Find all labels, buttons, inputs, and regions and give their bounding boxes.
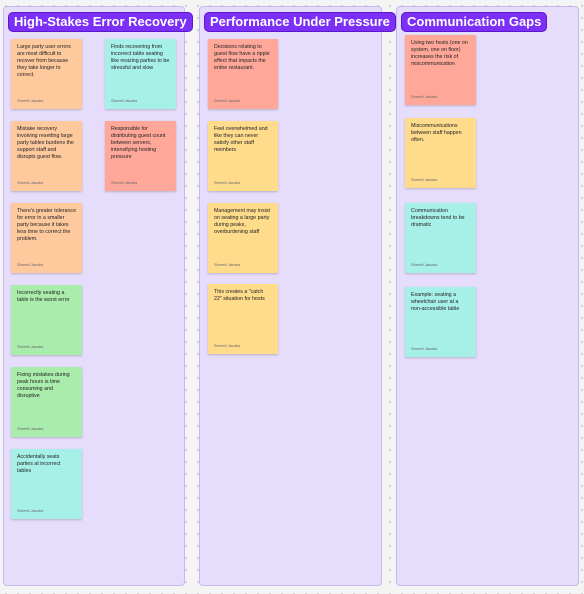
sticky-note[interactable]: Accidentally seats parties at incorrect …: [11, 449, 82, 519]
note-author: Shreeli Jacobs: [214, 180, 241, 185]
note-text: There's greater tolerance for error in a…: [17, 208, 77, 242]
note-author: Shreeli Jacobs: [17, 426, 44, 431]
sticky-note[interactable]: Feel overwhelmed and like they can never…: [208, 121, 278, 191]
note-author: Shreeli Jacobs: [214, 262, 241, 267]
note-text: This creates a "catch 22" situation for …: [214, 289, 265, 302]
sticky-note[interactable]: This creates a "catch 22" situation for …: [208, 284, 278, 354]
sticky-note[interactable]: Finds recovering from incorrect table se…: [105, 39, 176, 109]
section-title[interactable]: Performance Under Pressure: [204, 12, 396, 32]
note-author: Shreeli Jacobs: [411, 262, 438, 267]
note-author: Shreeli Jacobs: [111, 98, 138, 103]
note-text: Large party user errors are most difficu…: [17, 44, 71, 78]
note-text: Using two hosts (one on system, one on f…: [411, 40, 468, 67]
section-title[interactable]: High-Stakes Error Recovery: [8, 12, 193, 32]
note-text: Miscommunications between staff happen o…: [411, 123, 462, 143]
sticky-note[interactable]: Incorrectly seating a table is the worst…: [11, 285, 82, 355]
note-author: Shreeli Jacobs: [17, 508, 44, 513]
note-text: Management may insist on seating a large…: [214, 208, 270, 235]
note-author: Shreeli Jacobs: [17, 344, 44, 349]
note-author: Shreeli Jacobs: [111, 180, 138, 185]
sticky-note[interactable]: Fixing mistakes during peak hours is tim…: [11, 367, 82, 437]
note-author: Shreeli Jacobs: [214, 343, 241, 348]
note-author: Shreeli Jacobs: [411, 177, 438, 182]
sticky-note[interactable]: Miscommunications between staff happen o…: [405, 118, 476, 188]
note-author: Shreeli Jacobs: [411, 346, 438, 351]
note-author: Shreeli Jacobs: [17, 262, 44, 267]
note-text: Fixing mistakes during peak hours is tim…: [17, 372, 70, 399]
note-text: Decisions relating to guest flow have a …: [214, 44, 270, 71]
sticky-note[interactable]: Decisions relating to guest flow have a …: [208, 39, 278, 109]
sticky-note[interactable]: Using two hosts (one on system, one on f…: [405, 35, 476, 105]
sticky-note[interactable]: Responsible for distributing guest count…: [105, 121, 176, 191]
note-text: Mistake recovery involving resetting lar…: [17, 126, 74, 160]
note-text: Communication breakdowns tend to be dram…: [411, 208, 465, 228]
sticky-note[interactable]: Communication breakdowns tend to be dram…: [405, 203, 476, 273]
note-author: Shreeli Jacobs: [17, 180, 44, 185]
sticky-note[interactable]: Large party user errors are most difficu…: [11, 39, 82, 109]
note-text: Accidentally seats parties at incorrect …: [17, 454, 61, 474]
note-text: Incorrectly seating a table is the worst…: [17, 290, 70, 303]
sticky-note[interactable]: There's greater tolerance for error in a…: [11, 203, 82, 273]
note-author: Shreeli Jacobs: [411, 94, 438, 99]
note-author: Shreeli Jacobs: [214, 98, 241, 103]
note-author: Shreeli Jacobs: [17, 98, 44, 103]
note-text: Finds recovering from incorrect table se…: [111, 44, 170, 71]
note-text: Example: seating a wheelchair user at a …: [411, 292, 460, 312]
section-title[interactable]: Communication Gaps: [401, 12, 548, 32]
note-text: Feel overwhelmed and like they can never…: [214, 126, 268, 153]
sticky-note[interactable]: Mistake recovery involving resetting lar…: [11, 121, 82, 191]
sticky-note[interactable]: Example: seating a wheelchair user at a …: [405, 287, 476, 357]
note-text: Responsible for distributing guest count…: [111, 126, 166, 160]
sticky-note[interactable]: Management may insist on seating a large…: [208, 203, 278, 273]
